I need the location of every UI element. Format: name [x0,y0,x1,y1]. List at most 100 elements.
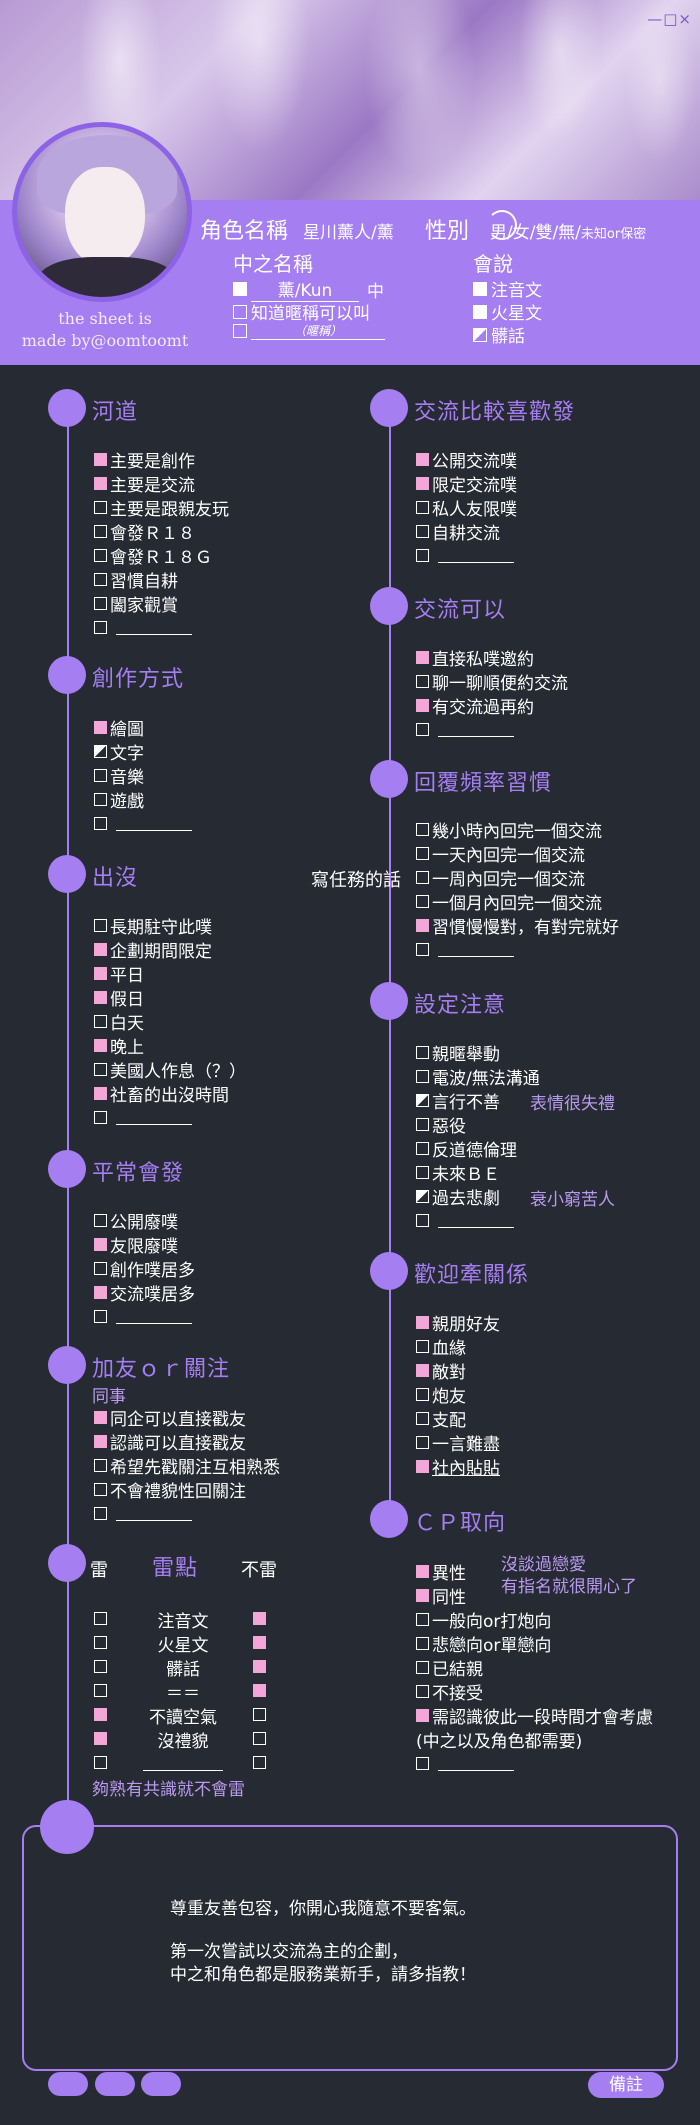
follow-item[interactable] [94,1502,192,1524]
river-item[interactable]: 主要是創作 [94,448,195,472]
river-item[interactable]: 主要是跟親友玩 [94,496,229,520]
can-say-item[interactable]: 注音文 [473,276,542,301]
river-item[interactable]: 闔家觀賞 [94,592,178,616]
cp-item[interactable]: 同性 [416,1584,466,1608]
checkbox[interactable] [416,548,429,562]
checkbox[interactable] [416,722,429,736]
appear-item[interactable]: 企劃期間限定 [94,938,212,962]
relation-item[interactable]: 社內貼貼 [416,1455,500,1479]
create-item[interactable]: 繪圖 [94,716,144,740]
prefer-item[interactable]: 自耕交流 [416,520,500,544]
cp-item[interactable]: 不接受 [416,1680,483,1704]
checkbox[interactable] [416,1564,429,1578]
checkbox[interactable] [94,1612,107,1625]
appear-item[interactable] [94,1106,192,1128]
checkbox[interactable] [94,990,107,1004]
checkbox[interactable] [253,1612,266,1625]
checkbox[interactable] [416,524,429,538]
checkbox[interactable] [94,1261,107,1275]
checkbox[interactable] [94,720,107,734]
window-controls[interactable]: —□× [647,10,692,28]
blank-line[interactable] [116,1505,192,1521]
relation-item[interactable]: 親朋好友 [416,1311,500,1335]
checkbox[interactable] [94,1434,107,1448]
checkbox[interactable] [233,304,247,319]
checkbox[interactable] [94,1684,107,1697]
checkbox[interactable] [94,816,107,830]
checkbox[interactable] [253,1756,266,1769]
checkbox[interactable] [416,1141,429,1155]
checkbox[interactable] [94,918,107,932]
checkbox[interactable] [416,1363,429,1377]
can-item[interactable]: 聊一聊順便約交流 [416,670,568,694]
river-item[interactable]: 習慣自耕 [94,568,178,592]
usually-item[interactable]: 交流噗居多 [94,1281,195,1305]
checkbox[interactable] [94,1660,107,1673]
usually-item[interactable]: 友限廢噗 [94,1233,178,1257]
checkbox[interactable] [94,768,107,782]
memo-button[interactable]: 備註 [588,2072,664,2098]
checkbox[interactable] [416,870,429,884]
cp-item[interactable]: 一般向or打炮向 [416,1608,551,1632]
checkbox[interactable] [253,1708,266,1721]
can-item[interactable]: 有交流過再約 [416,694,534,718]
reply-item[interactable]: 一周內回完一個交流 [416,866,585,890]
appear-item[interactable]: 美國人作息（？） [94,1058,246,1082]
reply-item[interactable]: 幾小時內回完一個交流 [416,818,602,842]
can-item[interactable] [416,718,514,740]
checkbox[interactable] [94,744,107,758]
checkbox[interactable] [416,698,429,712]
checkbox[interactable] [253,1636,266,1649]
appear-item[interactable]: 白天 [94,1010,144,1034]
checkbox[interactable] [416,1708,429,1722]
checkbox[interactable] [416,918,429,932]
page-pill-2[interactable] [95,2072,135,2096]
cp-item[interactable]: (中之以及角色都需要) [416,1728,582,1752]
caution-item[interactable]: 親暱舉動 [416,1041,500,1065]
caution-item[interactable]: 言行不善 [416,1089,500,1113]
can-say-item[interactable]: 火星文 [473,299,542,324]
checkbox[interactable] [94,1482,107,1496]
cp-item[interactable]: 悲戀向or單戀向 [416,1632,551,1656]
checkbox[interactable] [416,1315,429,1329]
checkbox[interactable] [416,1093,429,1107]
reply-item[interactable]: 習慣慢慢對，有對完就好 [416,914,619,938]
checkbox[interactable] [416,894,429,908]
checkbox[interactable] [94,572,107,586]
caution-item[interactable]: 反道德倫理 [416,1137,517,1161]
relation-item[interactable]: 敵對 [416,1359,466,1383]
nickname-ok-item[interactable]: 知道暱稱可以叫 [233,299,370,324]
checkbox[interactable] [94,1110,107,1124]
checkbox[interactable] [416,846,429,860]
blank-line[interactable] [116,1308,192,1324]
checkbox[interactable] [233,282,247,296]
checkbox[interactable] [416,1045,429,1059]
checkbox[interactable] [94,1506,107,1520]
checkbox[interactable] [416,1387,429,1401]
blank-line[interactable] [438,547,514,563]
create-item[interactable] [94,812,192,834]
checkbox[interactable] [416,674,429,688]
appear-item[interactable]: 假日 [94,986,144,1010]
prefer-item[interactable]: 限定交流噗 [416,472,517,496]
relation-item[interactable]: 血緣 [416,1335,466,1359]
cp-item[interactable]: 已結親 [416,1656,483,1680]
blank-line[interactable] [438,1212,514,1228]
appear-item[interactable]: 社畜的出沒時間 [94,1082,229,1106]
checkbox[interactable] [94,1458,107,1472]
checkbox[interactable] [416,500,429,514]
create-item[interactable]: 音樂 [94,764,144,788]
checkbox[interactable] [94,452,107,466]
checkbox[interactable] [416,1213,429,1227]
checkbox[interactable] [416,1165,429,1179]
create-item[interactable]: 遊戲 [94,788,144,812]
checkbox[interactable] [94,1636,107,1649]
relation-item[interactable]: 一言難盡 [416,1431,500,1455]
checkbox[interactable] [416,476,429,490]
usually-item[interactable]: 公開廢噗 [94,1209,178,1233]
checkbox[interactable] [416,1756,429,1770]
follow-item[interactable]: 希望先戳關注互相熟悉 [94,1454,280,1478]
caution-item[interactable]: 電波/無法溝通 [416,1065,540,1089]
checkbox[interactable] [94,524,107,538]
checkbox[interactable] [416,1339,429,1353]
